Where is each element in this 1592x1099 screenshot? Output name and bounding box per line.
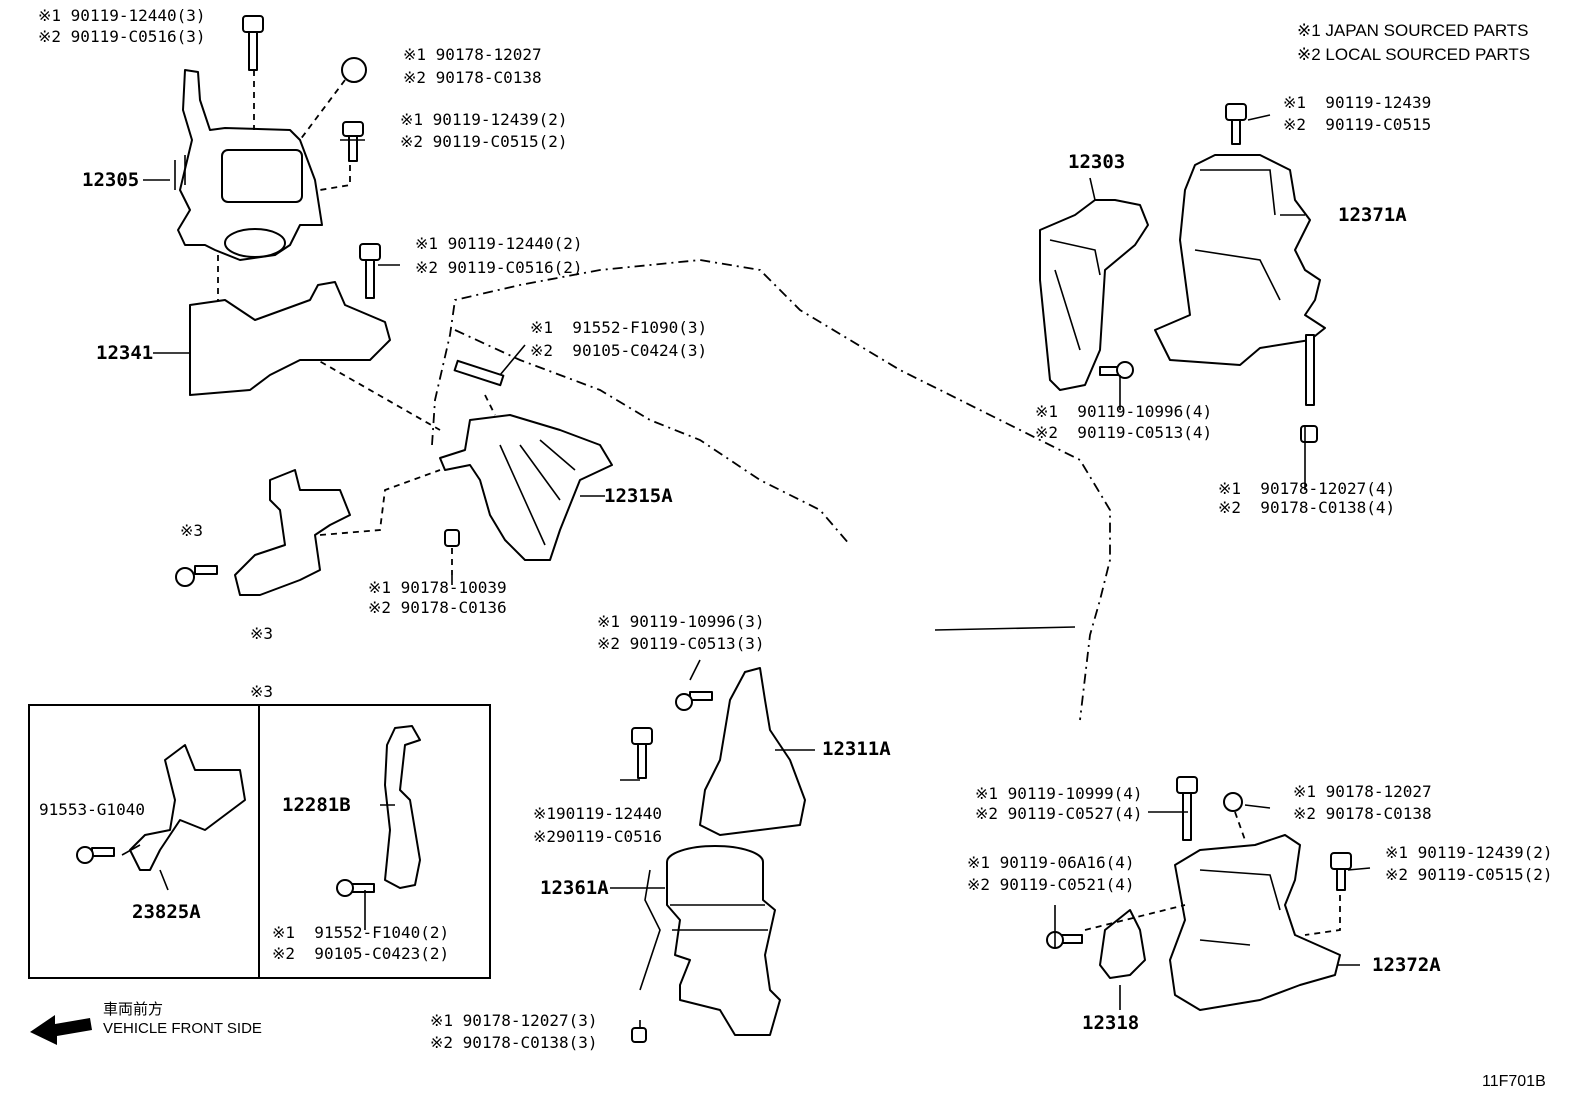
- part-label-12372a: 12372A: [1372, 954, 1441, 976]
- callout-nut-12027-br-jp: ※1 90178-12027: [1293, 782, 1432, 801]
- callout-bolt-c0527-4-local: ※2 90119-C0527(4): [975, 804, 1143, 823]
- callout-nut-12027-4-jp: ※1 90178-12027(4): [1218, 479, 1396, 498]
- callout-nut-c0138-4-local: ※2 90178-C0138(4): [1218, 498, 1396, 517]
- front-arrow-icon: [30, 1015, 92, 1045]
- part-12315a-drawing: [439, 359, 613, 561]
- front-direction-cjk: 車両前方: [103, 1000, 164, 1018]
- part-label-12341: 12341: [96, 342, 154, 364]
- callout-nut-12027-local: ※2 90178-C0138: [403, 68, 542, 87]
- callout-bolt-12439-2-br-jp: ※1 90119-12439(2): [1385, 843, 1553, 862]
- note-mark-3-a: ※3: [180, 521, 204, 540]
- callout-nut-c0138-br-local: ※2 90178-C0138: [1293, 804, 1432, 823]
- callout-bolt-10996-3-jp: ※1 90119-10996(3): [597, 612, 765, 631]
- engine-outline-inner: [454, 329, 851, 546]
- nut-drawing: [341, 57, 367, 83]
- callout-bolt-12439-2-jp: ※1 90119-12439(2): [400, 110, 568, 129]
- callout-nut-12027-jp: ※1 90178-12027: [403, 45, 542, 64]
- part-label-91553-g1040: 91553-G1040: [39, 800, 145, 819]
- callout-bolt-12440-3-jp: ※1 90119-12440(3): [38, 6, 206, 25]
- callout-bolt-12440-3-local: ※2 90119-C0516(3): [38, 27, 206, 46]
- part-12281b-drawing: [384, 725, 421, 889]
- callout-bolt-c0513-4-local: ※2 90119-C0513(4): [1035, 423, 1213, 442]
- callout-bolt-12440-2-local: ※2 90119-C0516(2): [415, 258, 583, 277]
- legend-local-sourced: ※2 LOCAL SOURCED PARTS: [1297, 45, 1531, 64]
- callout-bolt-f1040-jp: ※1 91552-F1040(2): [272, 923, 450, 942]
- note-mark-3-b: ※3: [250, 624, 274, 643]
- callout-bolt-c0521-4-local: ※2 90119-C0521(4): [967, 875, 1135, 894]
- part-label-12281b: 12281B: [282, 794, 351, 816]
- callout-bolt-12440-jp: ※190119-12440: [533, 804, 662, 823]
- engine-outline: [431, 259, 1111, 721]
- part-12372a-drawing: [1169, 834, 1341, 1011]
- callout-bolt-c0515-2-br-local: ※2 90119-C0515(2): [1385, 865, 1553, 884]
- front-direction-label: VEHICLE FRONT SIDE: [103, 1020, 262, 1037]
- part-12311a-drawing: [699, 667, 806, 836]
- callout-nut-10039-jp: ※1 90178-10039: [368, 578, 507, 597]
- callout-bolt-12439-jp: ※1 90119-12439: [1283, 93, 1432, 112]
- part-12361a-drawing: [639, 845, 781, 1036]
- callout-nut-12027-3-jp: ※1 90178-12027(3): [430, 1011, 598, 1030]
- part-label-12311a: 12311A: [822, 738, 891, 760]
- part-12371a-drawing: [1154, 154, 1326, 366]
- callout-bolt-c0513-3-local: ※2 90119-C0513(3): [597, 634, 765, 653]
- legend-japan-sourced: ※1 JAPAN SOURCED PARTS: [1297, 21, 1529, 40]
- engine-outline-lower: [934, 626, 1076, 631]
- callout-bolt-f1090-jp: ※1 91552-F1090(3): [530, 318, 708, 337]
- part-label-12305: 12305: [82, 169, 140, 191]
- callout-bolt-c0516-local: ※290119-C0516: [533, 827, 662, 846]
- part-23825a-inset-drawing: [129, 744, 246, 871]
- callout-nut-c0138-3-local: ※2 90178-C0138(3): [430, 1033, 598, 1052]
- part-label-12361a: 12361A: [540, 877, 609, 899]
- callout-bolt-12439-2-local: ※2 90119-C0515(2): [400, 132, 568, 151]
- diagram-code: 11F701B: [1482, 1073, 1546, 1090]
- callout-bolt-06a16-4-jp: ※1 90119-06A16(4): [967, 853, 1135, 872]
- callout-bolt-c0515-local: ※2 90119-C0515: [1283, 115, 1432, 134]
- part-12305-drawing: [174, 69, 323, 261]
- callout-nut-c0136-local: ※2 90178-C0136: [368, 598, 507, 617]
- part-label-12315a: 12315A: [604, 485, 673, 507]
- bolt-drawing: [248, 29, 258, 71]
- part-12303-drawing: [1039, 199, 1149, 391]
- part-label-12303: 12303: [1068, 151, 1126, 173]
- part-label-12318: 12318: [1082, 1012, 1140, 1034]
- part-12341-drawing: [189, 281, 391, 396]
- inset-mark: ※3: [250, 682, 274, 701]
- part-label-12371a: 12371A: [1338, 204, 1407, 226]
- part-label-23825a: 23825A: [132, 901, 201, 923]
- callout-bolt-12440-2-jp: ※1 90119-12440(2): [415, 234, 583, 253]
- callout-bolt-10996-4-jp: ※1 90119-10996(4): [1035, 402, 1213, 421]
- part-23825a-main-drawing: [234, 469, 351, 596]
- callout-bolt-c0423-local: ※2 90105-C0423(2): [272, 944, 450, 963]
- callout-bolt-c0424-local: ※2 90105-C0424(3): [530, 341, 708, 360]
- callout-bolt-10999-4-jp: ※1 90119-10999(4): [975, 784, 1143, 803]
